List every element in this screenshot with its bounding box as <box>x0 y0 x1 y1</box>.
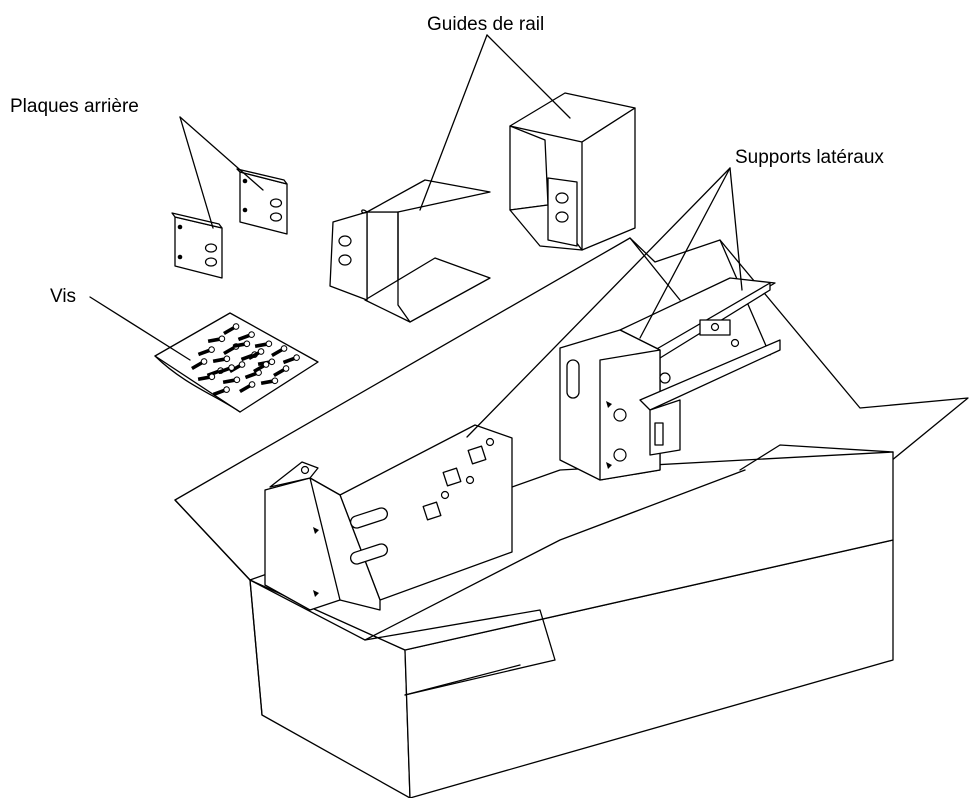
screw <box>207 335 226 343</box>
screw <box>217 364 235 375</box>
screw <box>222 376 241 384</box>
screw <box>282 354 300 365</box>
screw <box>271 345 288 358</box>
screw <box>212 386 230 397</box>
screw <box>197 346 215 357</box>
label-screws: Vis <box>50 286 76 307</box>
screw <box>191 358 208 371</box>
side-support-back <box>559 277 781 481</box>
screw <box>223 323 240 336</box>
screw <box>212 355 231 363</box>
screw <box>254 340 273 348</box>
screw <box>197 373 216 381</box>
rear-plate-right <box>236 168 288 235</box>
screw <box>237 331 255 342</box>
rail-guide-left <box>329 179 491 323</box>
screw <box>239 381 256 394</box>
label-rear-plates: Plaques arrière <box>10 96 139 117</box>
screws-bag <box>154 312 319 413</box>
rear-plate-left <box>171 212 223 279</box>
callout-lines <box>89 34 743 438</box>
screw <box>273 365 290 378</box>
screw <box>232 340 251 348</box>
screw <box>260 377 279 385</box>
label-side-supports: Supports latéraux <box>735 147 884 168</box>
side-support-front <box>264 424 513 611</box>
rail-guide-right <box>509 92 636 251</box>
screw <box>253 361 270 374</box>
label-rail-guides: Guides de rail <box>427 14 544 35</box>
screw <box>248 348 265 361</box>
screws-group <box>191 323 300 397</box>
